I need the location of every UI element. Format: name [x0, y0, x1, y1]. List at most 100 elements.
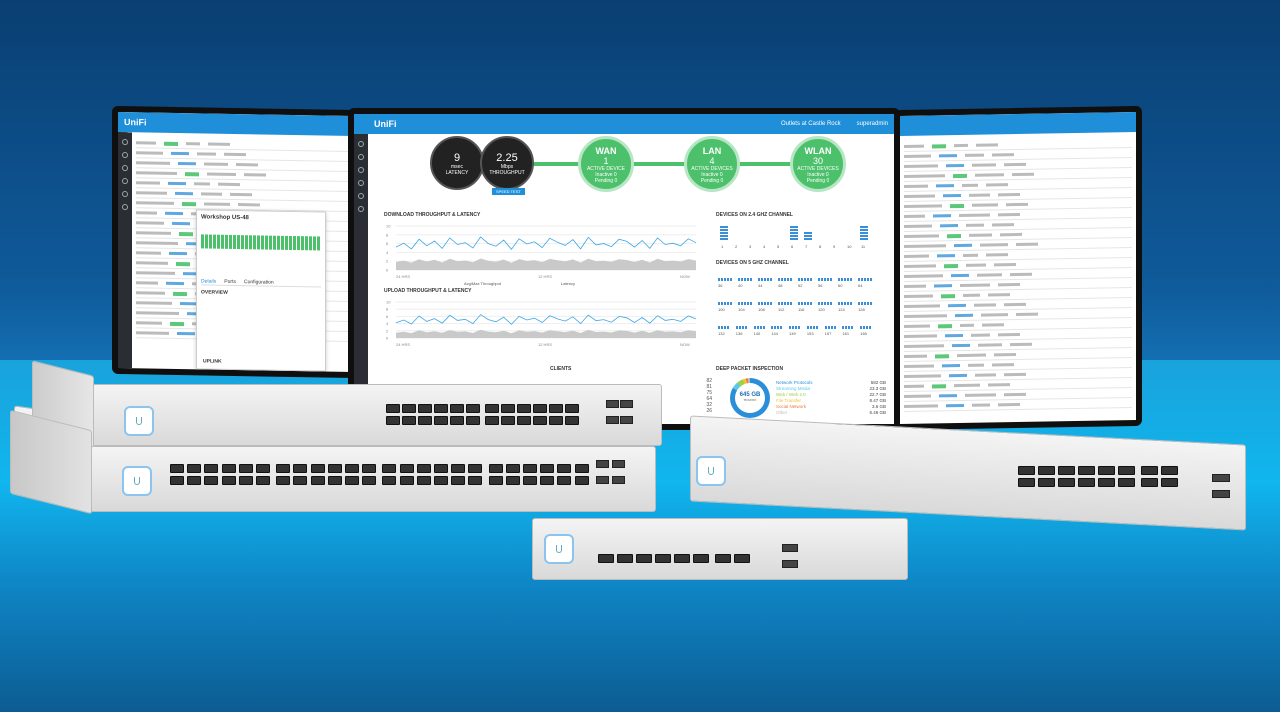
ethernet-port[interactable]	[362, 464, 377, 473]
ethernet-port[interactable]	[434, 476, 448, 485]
tab-ports[interactable]: Ports	[224, 278, 236, 285]
dashboard-icon[interactable]	[122, 139, 128, 146]
ethernet-port[interactable]	[549, 416, 563, 425]
ethernet-port[interactable]	[1078, 478, 1095, 487]
ethernet-port[interactable]	[310, 476, 325, 485]
ethernet-port[interactable]	[1118, 478, 1135, 487]
ethernet-port[interactable]	[386, 404, 400, 413]
ethernet-port[interactable]	[204, 476, 219, 485]
ethernet-port[interactable]	[533, 404, 547, 413]
ethernet-port[interactable]	[466, 416, 480, 425]
ethernet-port[interactable]	[310, 464, 325, 473]
ethernet-port[interactable]	[517, 416, 531, 425]
ethernet-port[interactable]	[557, 464, 572, 473]
ethernet-port[interactable]	[505, 464, 520, 473]
ethernet-port[interactable]	[1058, 478, 1075, 487]
ethernet-port[interactable]	[1098, 466, 1115, 475]
ethernet-port[interactable]	[399, 464, 414, 473]
ethernet-port[interactable]	[204, 464, 219, 473]
ethernet-port[interactable]	[293, 464, 308, 473]
ethernet-port[interactable]	[598, 554, 614, 563]
settings-icon[interactable]	[358, 206, 364, 212]
map-icon[interactable]	[358, 154, 364, 160]
sfp-port[interactable]	[782, 544, 798, 552]
ethernet-port[interactable]	[187, 464, 202, 473]
ethernet-port[interactable]	[256, 464, 270, 473]
ethernet-port[interactable]	[382, 464, 397, 473]
ethernet-port[interactable]	[450, 404, 464, 413]
ethernet-port[interactable]	[416, 464, 431, 473]
ethernet-port[interactable]	[485, 416, 499, 425]
ethernet-port[interactable]	[382, 476, 397, 485]
ethernet-port[interactable]	[434, 464, 448, 473]
uplink-heading[interactable]: UPLINK	[203, 358, 222, 365]
ethernet-port[interactable]	[221, 476, 236, 485]
ethernet-port[interactable]	[450, 416, 464, 425]
ethernet-port[interactable]	[1078, 466, 1095, 475]
ethernet-port[interactable]	[715, 554, 731, 563]
ethernet-port[interactable]	[418, 404, 432, 413]
ethernet-port[interactable]	[276, 464, 291, 473]
ethernet-port[interactable]	[655, 554, 671, 563]
ethernet-port[interactable]	[451, 476, 466, 485]
ethernet-port[interactable]	[574, 464, 589, 473]
ethernet-port[interactable]	[327, 464, 342, 473]
sfp-port[interactable]	[620, 400, 633, 408]
ethernet-port[interactable]	[187, 476, 202, 485]
ethernet-port[interactable]	[416, 476, 431, 485]
ethernet-port[interactable]	[345, 464, 359, 473]
ethernet-port[interactable]	[402, 404, 416, 413]
ethernet-port[interactable]	[221, 464, 236, 473]
dashboard-icon[interactable]	[358, 141, 364, 147]
stats-icon[interactable]	[358, 193, 364, 199]
ethernet-port[interactable]	[540, 476, 555, 485]
ethernet-port[interactable]	[386, 416, 400, 425]
ethernet-port[interactable]	[468, 464, 483, 473]
ethernet-port[interactable]	[557, 476, 572, 485]
settings-icon[interactable]	[122, 204, 128, 211]
stats-icon[interactable]	[122, 191, 128, 198]
site-selector[interactable]: Outlets at Castle Rock	[780, 121, 841, 127]
ethernet-port[interactable]	[488, 476, 503, 485]
ethernet-port[interactable]	[1038, 478, 1055, 487]
ethernet-port[interactable]	[549, 404, 563, 413]
ethernet-port[interactable]	[1038, 466, 1055, 475]
sfp-port[interactable]	[612, 460, 625, 468]
ethernet-port[interactable]	[256, 476, 270, 485]
ethernet-port[interactable]	[418, 416, 432, 425]
ethernet-port[interactable]	[1161, 478, 1178, 487]
ethernet-port[interactable]	[636, 554, 652, 563]
ethernet-port[interactable]	[523, 464, 537, 473]
ethernet-port[interactable]	[501, 416, 515, 425]
ethernet-port[interactable]	[1141, 466, 1158, 475]
ethernet-port[interactable]	[1118, 466, 1135, 475]
ethernet-port[interactable]	[533, 416, 547, 425]
ethernet-port[interactable]	[485, 404, 499, 413]
tab-details[interactable]: Details	[201, 278, 217, 285]
sfp-port[interactable]	[612, 476, 625, 484]
ethernet-port[interactable]	[402, 416, 416, 425]
ethernet-port[interactable]	[501, 404, 515, 413]
ethernet-port[interactable]	[674, 554, 690, 563]
ethernet-port[interactable]	[505, 476, 520, 485]
ethernet-port[interactable]	[488, 464, 503, 473]
ethernet-port[interactable]	[276, 476, 291, 485]
map-icon[interactable]	[122, 152, 128, 159]
ethernet-port[interactable]	[238, 476, 253, 485]
ethernet-port[interactable]	[1058, 466, 1075, 475]
ethernet-port[interactable]	[540, 464, 555, 473]
ethernet-port[interactable]	[345, 476, 359, 485]
ethernet-port[interactable]	[693, 554, 709, 563]
ethernet-port[interactable]	[565, 404, 579, 413]
sfp-port[interactable]	[1212, 490, 1230, 498]
ethernet-port[interactable]	[466, 404, 480, 413]
ethernet-port[interactable]	[238, 464, 253, 473]
overview-heading[interactable]: OVERVIEW	[201, 289, 228, 296]
